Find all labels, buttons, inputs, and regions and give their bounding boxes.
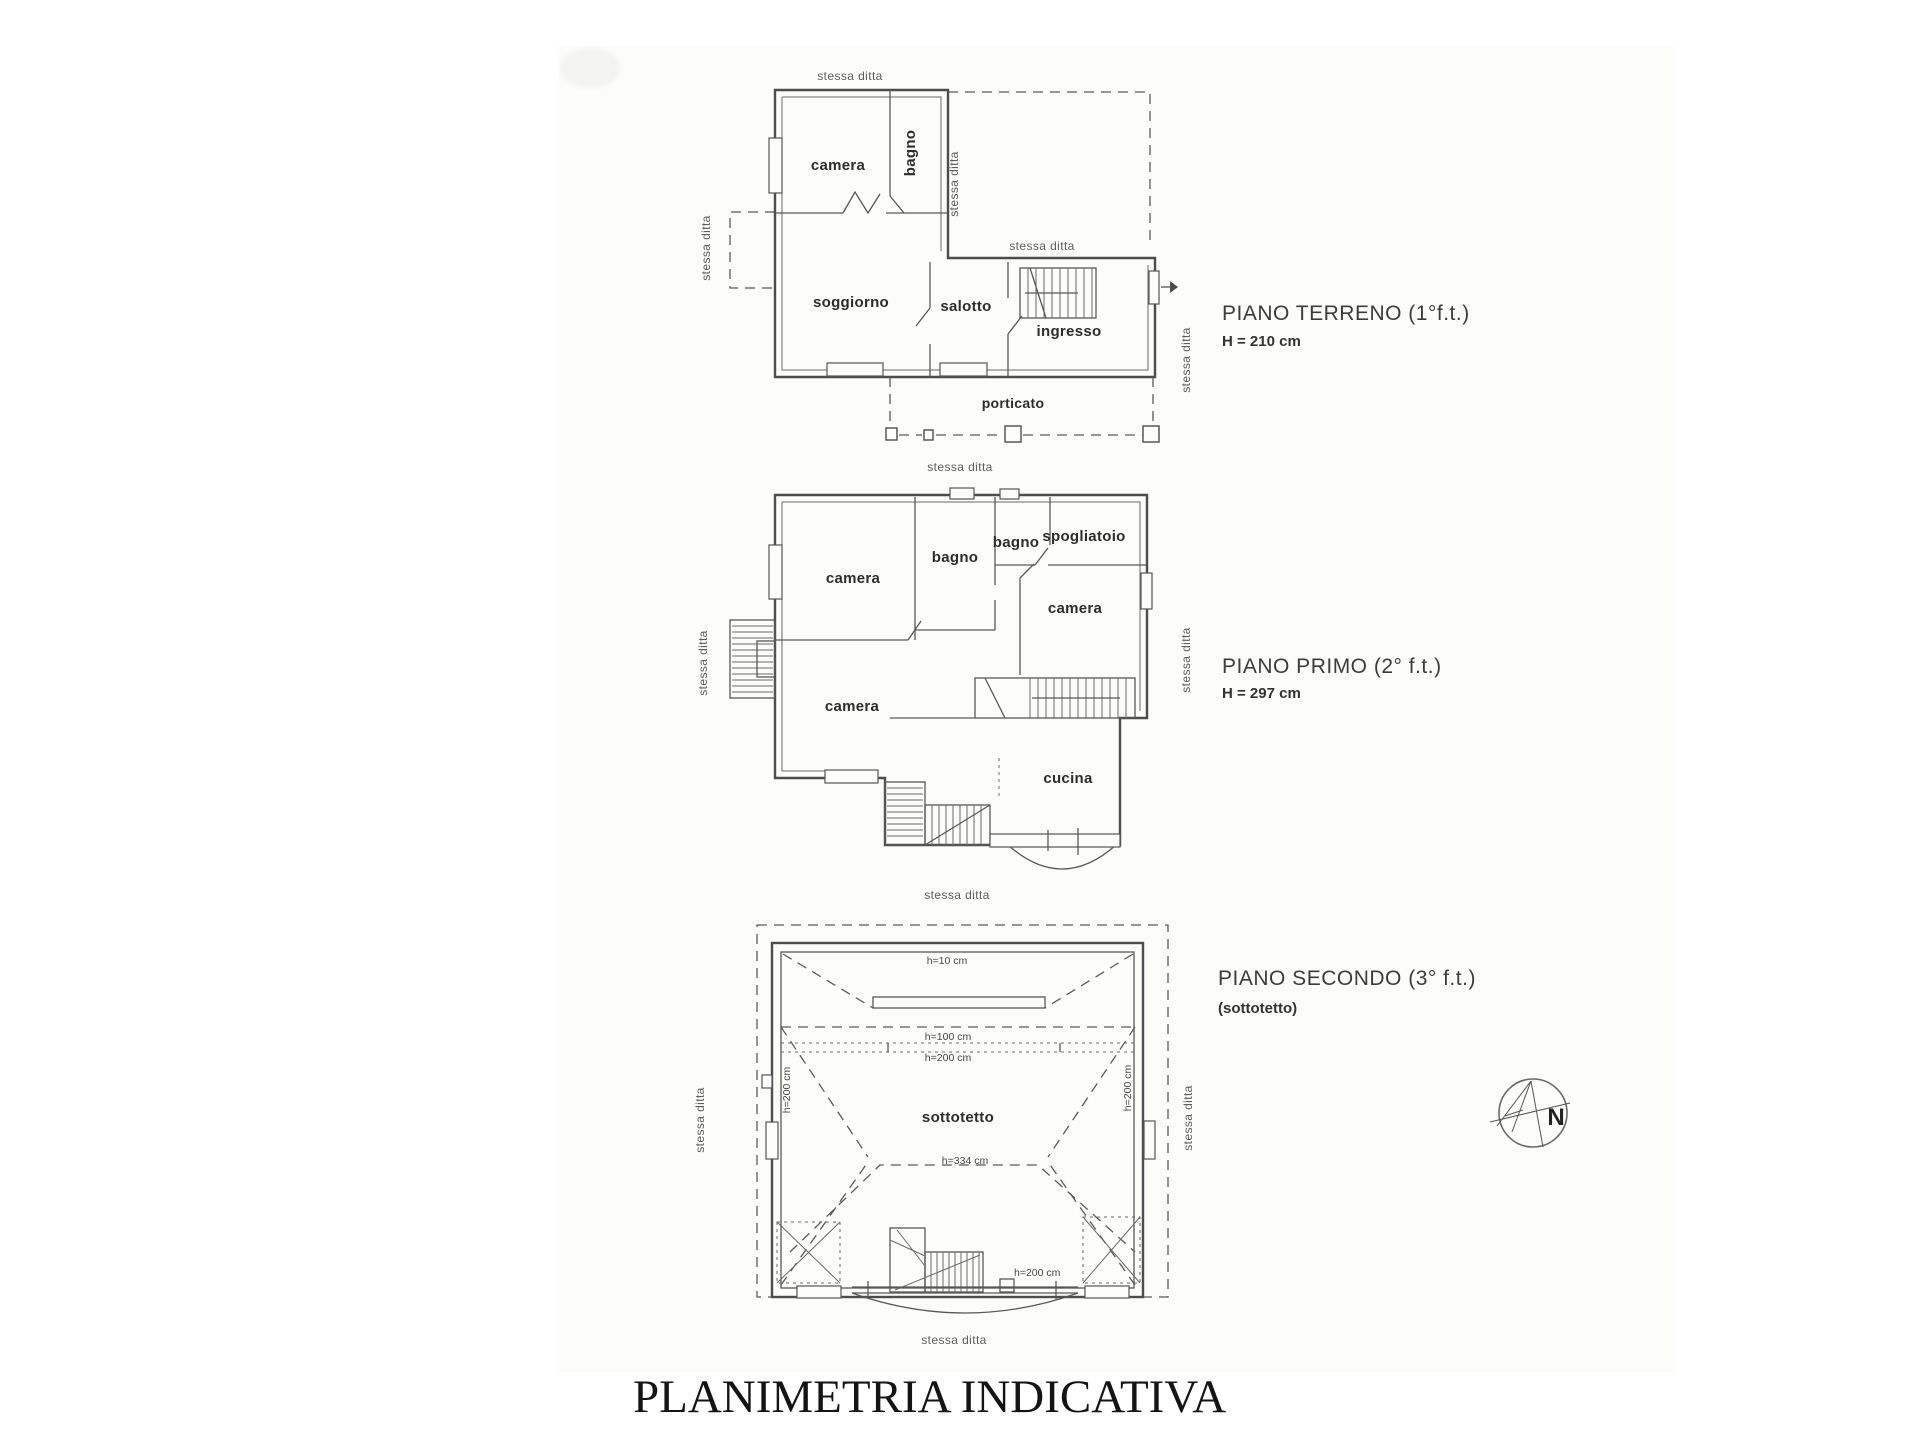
room-label: sottotetto: [922, 1109, 994, 1126]
room-label: salotto: [940, 298, 991, 315]
floor-caption: PIANO TERRENO (1°f.t.): [1222, 302, 1470, 325]
floor-caption: PIANO SECONDO (3° f.t.): [1218, 967, 1476, 990]
stessa-ditta-label: stessa ditta: [817, 69, 883, 83]
room-label: camera: [826, 570, 881, 587]
floor-subcaption: (sottotetto): [1218, 1000, 1297, 1017]
room-label: soggiorno: [813, 294, 889, 311]
stessa-ditta-label: stessa ditta: [1009, 239, 1075, 253]
stessa-ditta-label: stessa ditta: [924, 888, 990, 902]
measure-label: h=200 cm: [781, 1067, 793, 1114]
room-label: bagno: [932, 549, 979, 566]
stessa-ditta-label: stessa ditta: [927, 460, 993, 474]
room-label: camera: [1048, 600, 1103, 617]
room-label: camera: [825, 698, 880, 715]
room-label: bagno: [902, 130, 919, 177]
stessa-ditta-label: stessa ditta: [947, 151, 961, 217]
roof-terrace-right: [1082, 1216, 1141, 1284]
measure-label: h=200 cm: [1122, 1065, 1134, 1112]
room-label: bagno: [993, 534, 1040, 551]
stessa-ditta-label: stessa ditta: [921, 1333, 987, 1347]
measure-label: h=200 cm: [1014, 1267, 1061, 1279]
stessa-ditta-label: stessa ditta: [693, 1087, 707, 1153]
floor-plan-secondo: h=10 cm h=100 cm h=200 cm h=334 cm h=200…: [693, 924, 1476, 1347]
roof-terrace-left: [776, 1221, 841, 1284]
floor-plan-terreno: camera bagno soggiorno salotto ingresso …: [699, 69, 1470, 474]
stessa-ditta-label: stessa ditta: [1179, 327, 1193, 393]
room-label: camera: [811, 157, 866, 174]
floor-height: H = 297 cm: [1222, 685, 1301, 702]
measure-label: h=334 cm: [942, 1155, 989, 1167]
floor-plan-primo: camera bagno bagno spogliatoio camera ca…: [696, 487, 1442, 902]
stessa-ditta-label: stessa ditta: [1179, 627, 1193, 693]
compass-rose: N: [1489, 1078, 1571, 1148]
room-label: ingresso: [1037, 323, 1102, 340]
page-title: PLANIMETRIA INDICATIVA: [633, 1371, 1227, 1423]
scan-paper-area: [558, 46, 1674, 1372]
measure-label: h=10 cm: [927, 955, 968, 967]
stessa-ditta-label: stessa ditta: [699, 215, 713, 281]
room-label: porticato: [982, 395, 1045, 411]
compass-north-label: N: [1547, 1104, 1564, 1131]
room-label: cucina: [1043, 770, 1093, 787]
floor-height: H = 210 cm: [1222, 333, 1301, 350]
room-label: spogliatoio: [1042, 528, 1125, 545]
scan-smudge: [560, 48, 620, 88]
stessa-ditta-label: stessa ditta: [696, 630, 710, 696]
measure-label: h=200 cm: [925, 1052, 972, 1064]
measure-label: h=100 cm: [925, 1031, 972, 1043]
floor-caption: PIANO PRIMO (2° f.t.): [1222, 655, 1442, 678]
stessa-ditta-label: stessa ditta: [1181, 1085, 1195, 1151]
